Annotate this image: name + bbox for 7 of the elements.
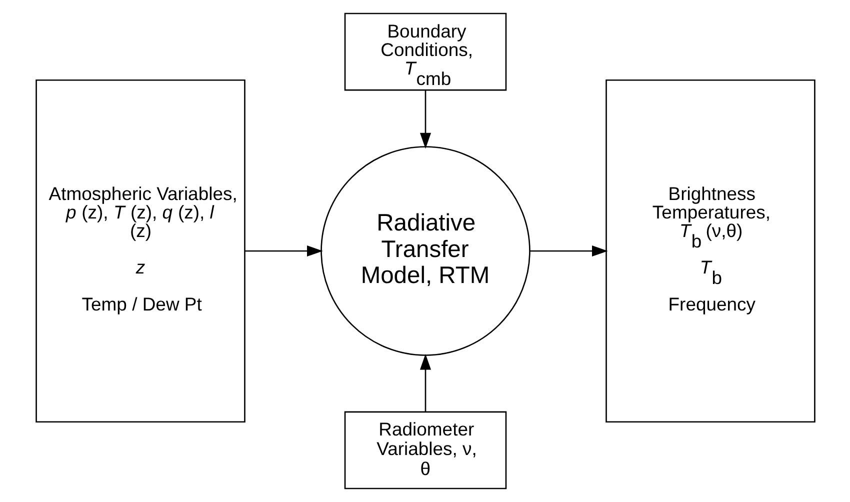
node-box: Radiometer Variables, ν, θ bbox=[344, 411, 506, 490]
arrow bbox=[244, 245, 322, 257]
arrow bbox=[419, 90, 431, 149]
node-box: Atmospheric Variables, p (z), T (z), q (z), l (z) z Temp / Dew Pt bbox=[35, 79, 245, 423]
node-circle: Radiative Transfer Model, RTM bbox=[320, 146, 530, 356]
arrow bbox=[419, 354, 431, 412]
arrow bbox=[529, 245, 608, 257]
